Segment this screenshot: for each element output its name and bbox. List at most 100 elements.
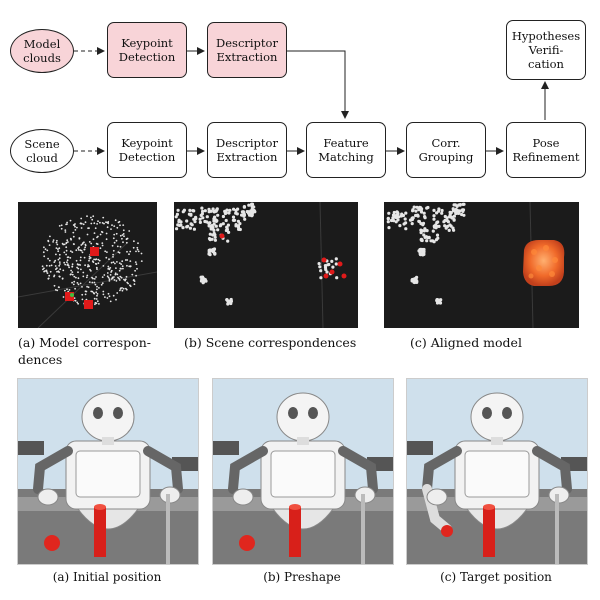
point xyxy=(107,267,110,270)
corr-grouping-node: Corr. Grouping xyxy=(406,122,486,178)
point xyxy=(106,297,109,299)
point xyxy=(72,283,75,286)
robot-eye-left xyxy=(482,407,492,419)
scene-cloud-label: Scene cloud xyxy=(24,137,60,165)
point xyxy=(192,217,196,221)
point xyxy=(74,287,76,290)
robot-left-hand xyxy=(232,488,254,506)
point xyxy=(70,269,72,272)
point xyxy=(79,282,82,285)
point xyxy=(56,270,58,273)
point xyxy=(102,216,105,219)
point xyxy=(443,224,447,228)
point xyxy=(136,267,138,270)
caption-scene-correspondences: (b) Scene correspondences xyxy=(184,335,357,350)
point xyxy=(56,267,58,269)
point xyxy=(91,218,94,221)
point xyxy=(132,246,135,249)
point xyxy=(137,250,140,253)
point xyxy=(437,207,441,211)
point xyxy=(128,265,131,268)
point xyxy=(82,271,85,274)
point xyxy=(75,259,78,262)
point xyxy=(116,226,119,229)
point xyxy=(118,277,120,280)
point xyxy=(427,235,431,239)
point xyxy=(113,279,116,281)
point xyxy=(59,268,62,271)
point xyxy=(105,238,108,241)
point xyxy=(91,281,94,284)
point xyxy=(387,211,391,215)
point xyxy=(224,228,228,233)
point xyxy=(212,219,216,223)
point xyxy=(110,278,113,280)
point xyxy=(423,215,427,219)
point xyxy=(93,278,96,280)
point xyxy=(106,272,109,274)
hypotheses-verification-label: Hypotheses Verifi- cation xyxy=(511,29,581,71)
point xyxy=(455,204,459,208)
point xyxy=(337,261,343,267)
point xyxy=(134,261,137,263)
point xyxy=(118,269,121,272)
point xyxy=(97,220,99,223)
point xyxy=(395,210,399,214)
point xyxy=(129,285,132,288)
point xyxy=(422,252,426,256)
point xyxy=(84,244,87,247)
point xyxy=(437,224,441,228)
point xyxy=(71,265,74,268)
red-cylinder xyxy=(483,507,495,557)
point xyxy=(391,216,395,220)
point xyxy=(59,263,61,265)
point xyxy=(46,249,49,252)
point xyxy=(109,300,112,303)
point xyxy=(452,203,456,207)
robot-tablet xyxy=(75,450,141,498)
point xyxy=(95,263,98,265)
point xyxy=(229,299,233,303)
point xyxy=(86,285,88,288)
point xyxy=(107,265,110,268)
point xyxy=(83,248,86,251)
red-ball xyxy=(44,535,60,551)
point xyxy=(325,270,329,274)
point xyxy=(122,233,125,235)
point xyxy=(137,242,139,245)
point xyxy=(432,214,436,218)
point xyxy=(121,289,124,292)
point xyxy=(226,302,230,306)
point xyxy=(65,249,68,252)
robot-eye-left xyxy=(93,407,103,419)
point xyxy=(422,211,426,215)
keypoint-detection-model-node: Keypoint Detection xyxy=(107,22,187,78)
point xyxy=(64,263,67,266)
point xyxy=(208,253,212,257)
point xyxy=(242,205,246,209)
point xyxy=(418,252,422,256)
point xyxy=(451,207,455,211)
point xyxy=(126,264,128,267)
point xyxy=(249,209,253,213)
point xyxy=(52,241,54,243)
point xyxy=(82,275,85,278)
point xyxy=(112,294,115,297)
point xyxy=(133,240,135,243)
point xyxy=(414,209,418,213)
point xyxy=(432,240,436,244)
point xyxy=(122,267,124,270)
point xyxy=(329,269,335,275)
point xyxy=(252,208,256,213)
point xyxy=(435,233,440,237)
point xyxy=(61,277,64,280)
point xyxy=(43,246,45,249)
point xyxy=(45,269,48,272)
point xyxy=(198,220,202,224)
point xyxy=(84,264,86,267)
point xyxy=(175,227,179,231)
point xyxy=(52,239,55,241)
hypotheses-verification-node: Hypotheses Verifi- cation xyxy=(506,20,586,80)
robot-target-position-image xyxy=(406,378,588,565)
point xyxy=(200,206,204,210)
